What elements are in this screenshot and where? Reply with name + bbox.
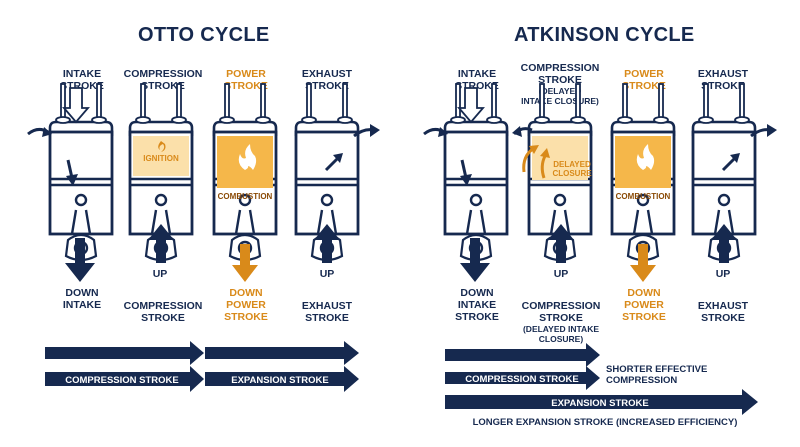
atkinson-bottom-delayed-intake-closure-label: (DELAYED INTAKE CLOSURE) [522,324,600,344]
otto-exhaust-cylinder [294,82,380,263]
atkinson-down-power-stroke-label: DOWN POWER STROKE [622,287,666,323]
flame-icon [238,144,257,170]
otto-power-stroke-label: POWER STROKE [224,68,268,92]
atkinson-down-intake-stroke-label: DOWN INTAKE STROKE [455,287,499,323]
piston-down-arrow-icon [460,238,490,282]
backflow-arrow-icon [512,126,522,137]
otto-bottom-exhaust-stroke-label: EXHAUST STROKE [301,300,353,324]
piston-up-arrow-icon [148,224,174,263]
otto-up-label-exhaust: UP [319,268,335,280]
otto-expansion-bar-label: EXPANSION STROKE [231,375,328,386]
atkinson-cycle-title: ATKINSON CYCLE [514,24,695,46]
atkinson-exhaust-stroke-label: EXHAUST STROKE [697,68,749,92]
otto-down-power-stroke-label: DOWN POWER STROKE [224,287,268,323]
intake-down-arrow-icon [457,87,485,124]
atkinson-power-stroke-label: POWER STROKE [622,68,666,92]
otto-compression-stroke-label: COMPRESSION STROKE [123,68,203,92]
otto-bottom-compression-stroke-label: COMPRESSION STROKE [123,300,203,324]
flame-icon [636,144,655,170]
atkinson-phase-bars: COMPRESSION STROKE EXPANSION STROKE [445,343,758,415]
atkinson-compression-stroke-label: COMPRESSION STROKE [520,62,600,86]
otto-expansion-bar [205,366,359,392]
atkinson-bottom-compression-stroke-label: COMPRESSION STROKE [521,300,601,324]
atkinson-compression-bar-label: COMPRESSION STROKE [465,374,579,385]
exhaust-out-arrow-icon [370,124,380,137]
piston-up-arrow-icon [548,224,574,263]
atkinson-up-label-compression: UP [553,268,569,280]
spark-icon [158,141,166,152]
exhaust-out-arrow-icon [767,124,777,137]
otto-exhaust-stroke-label: EXHAUST STROKE [301,68,353,92]
piston-down-arrow-icon [65,238,95,282]
otto-ignition-label: IGNITION [143,154,179,163]
atkinson-exhaust-cylinder [691,82,777,263]
otto-power-cylinder: COMBUSTION [212,82,278,282]
otto-cycle-title: OTTO CYCLE [138,24,270,46]
power-down-arrow-icon [630,244,656,282]
otto-phase-bars: COMPRESSION STROKE EXPANSION STROKE [45,341,359,392]
atkinson-longer-expansion-note: LONGER EXPANSION STROKE (INCREASED EFFIC… [472,417,738,428]
atkinson-up-label-exhaust: UP [715,268,731,280]
piston-up-arrow-icon [711,224,737,263]
otto-intake-cylinder [27,82,114,282]
otto-down-intake-label: DOWN INTAKE [62,287,102,311]
otto-up-label-compression: UP [152,268,168,280]
atkinson-expansion-bar-label: EXPANSION STROKE [551,398,648,409]
atkinson-expansion-bar [445,389,758,415]
atkinson-shorter-compression-note: SHORTER EFFECTIVE COMPRESSION [606,364,708,386]
piston-up-arrow-icon [314,224,340,263]
otto-compression-bar-label: COMPRESSION STROKE [65,375,179,386]
intake-down-arrow-icon [62,87,90,124]
otto-compression-cylinder: IGNITION [128,82,194,263]
reverse-flow-arrow-icon [529,145,539,154]
otto-compression-bar [45,366,204,392]
atkinson-power-cylinder: COMBUSTION [610,82,676,282]
atkinson-intake-cylinder [423,82,509,282]
atkinson-compression-bar [445,366,600,390]
atkinson-combustion-label: COMBUSTION [616,192,671,201]
power-down-arrow-icon [232,244,258,282]
atkinson-bottom-exhaust-stroke-label: EXHAUST STROKE [697,300,749,324]
otto-combustion-label: COMBUSTION [218,192,273,201]
